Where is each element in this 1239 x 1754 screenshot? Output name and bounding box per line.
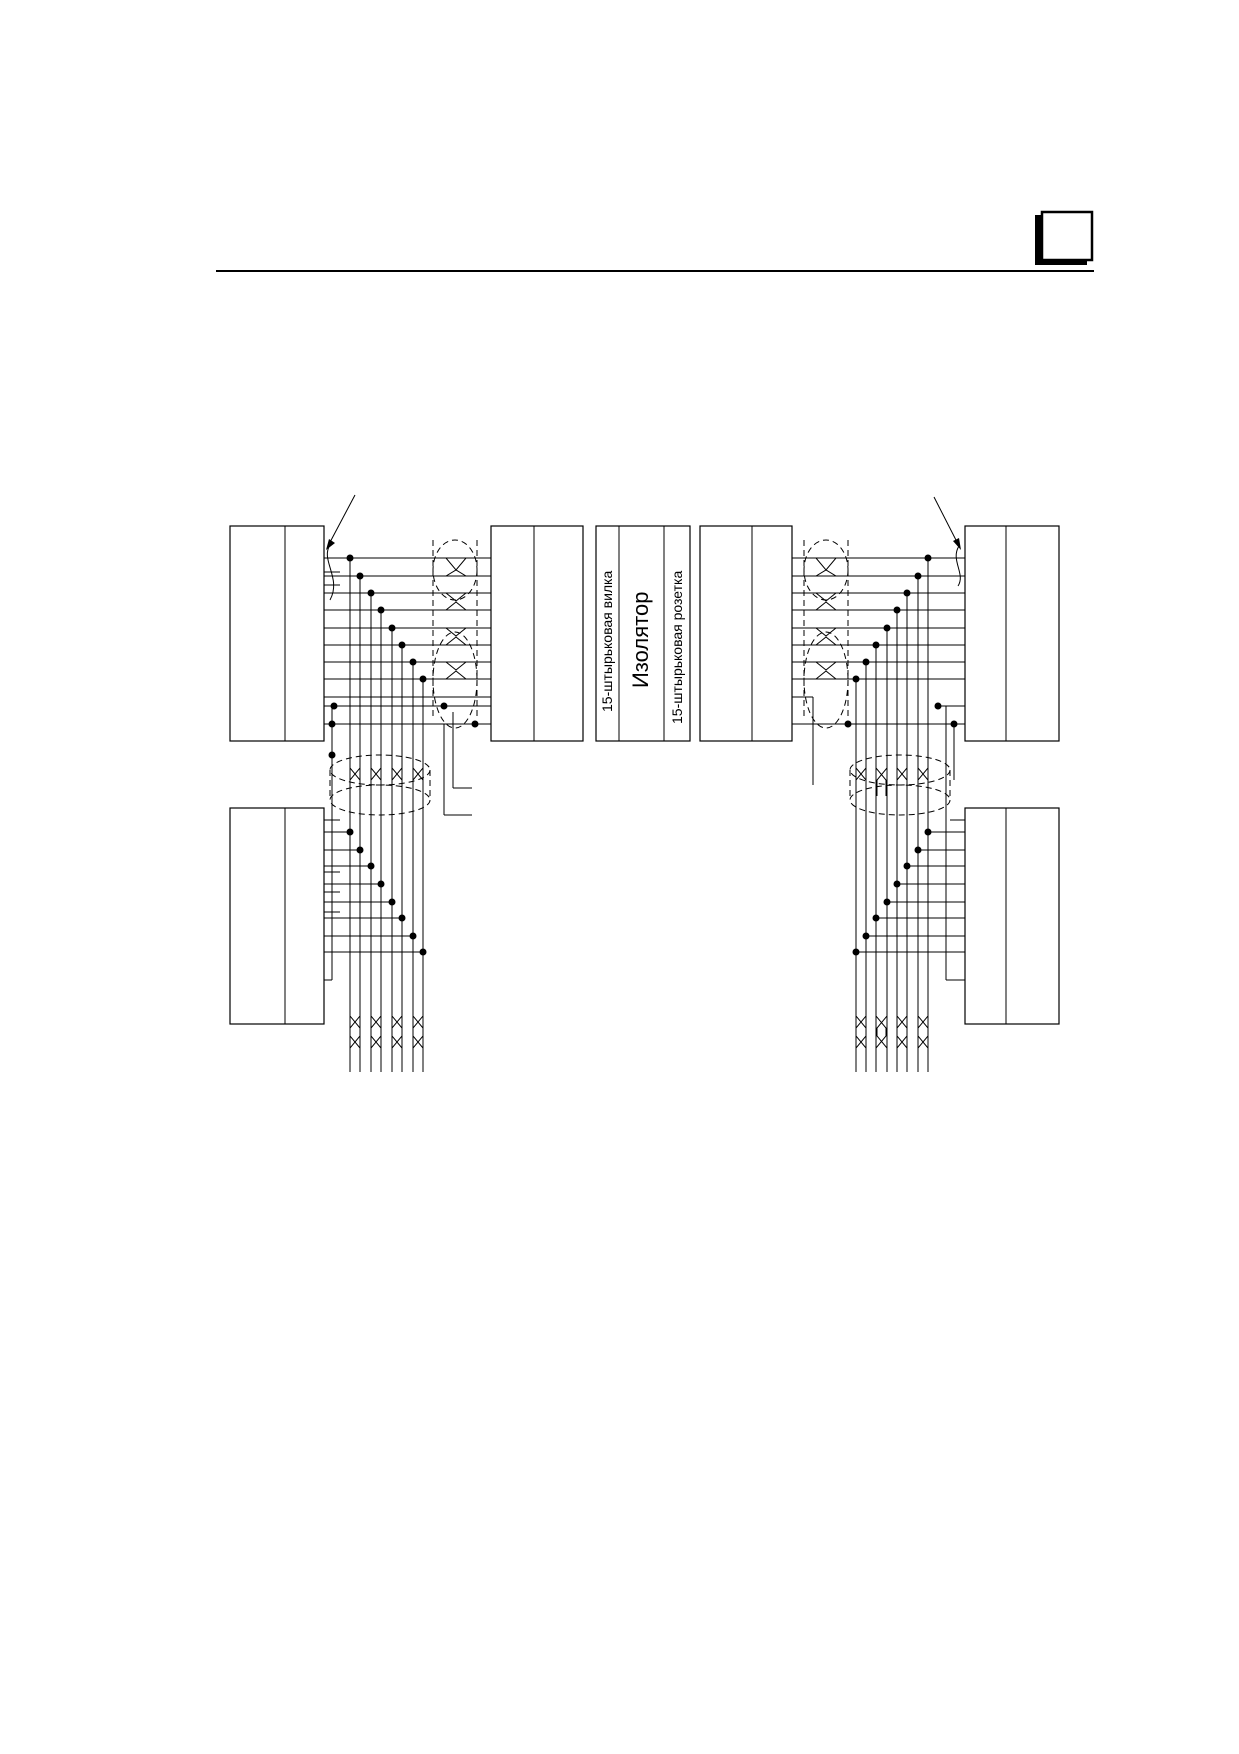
isolator-title: Изолятор bbox=[628, 592, 653, 688]
left-junction-dots bbox=[328, 554, 479, 956]
left-middle-twisted-section bbox=[329, 754, 431, 816]
right-upper-wires bbox=[792, 557, 965, 725]
isolator-socket-label: 15-штырьковая розетка bbox=[669, 571, 685, 724]
square-tab-icon bbox=[1035, 210, 1094, 265]
left-bottom-connector bbox=[229, 807, 325, 1025]
right-bottom-connector bbox=[964, 807, 1060, 1025]
left-top-connector bbox=[229, 525, 325, 742]
right-middle-connector bbox=[699, 525, 793, 742]
right-middle-twisted-section bbox=[849, 754, 951, 816]
right-vertical-wires bbox=[812, 558, 955, 1072]
left-middle-connector bbox=[490, 525, 584, 742]
left-top-twisted-pairs bbox=[432, 539, 478, 729]
right-bottom-twists bbox=[855, 1010, 929, 1054]
left-vertical-wires bbox=[331, 558, 472, 1072]
right-top-connector bbox=[964, 525, 1060, 742]
right-junction-dots bbox=[844, 554, 958, 956]
left-bottom-twists bbox=[349, 1010, 424, 1054]
right-callout-arrow bbox=[933, 496, 961, 587]
left-lower-wires bbox=[324, 819, 423, 981]
left-upper-wires bbox=[324, 557, 491, 725]
right-lower-wires bbox=[856, 819, 965, 981]
isolator-plug-label: 15-штырьковая вилка bbox=[599, 571, 615, 712]
left-callout-arrow bbox=[326, 494, 356, 601]
isolator-box bbox=[595, 525, 691, 742]
right-top-twisted-pairs bbox=[803, 539, 849, 729]
